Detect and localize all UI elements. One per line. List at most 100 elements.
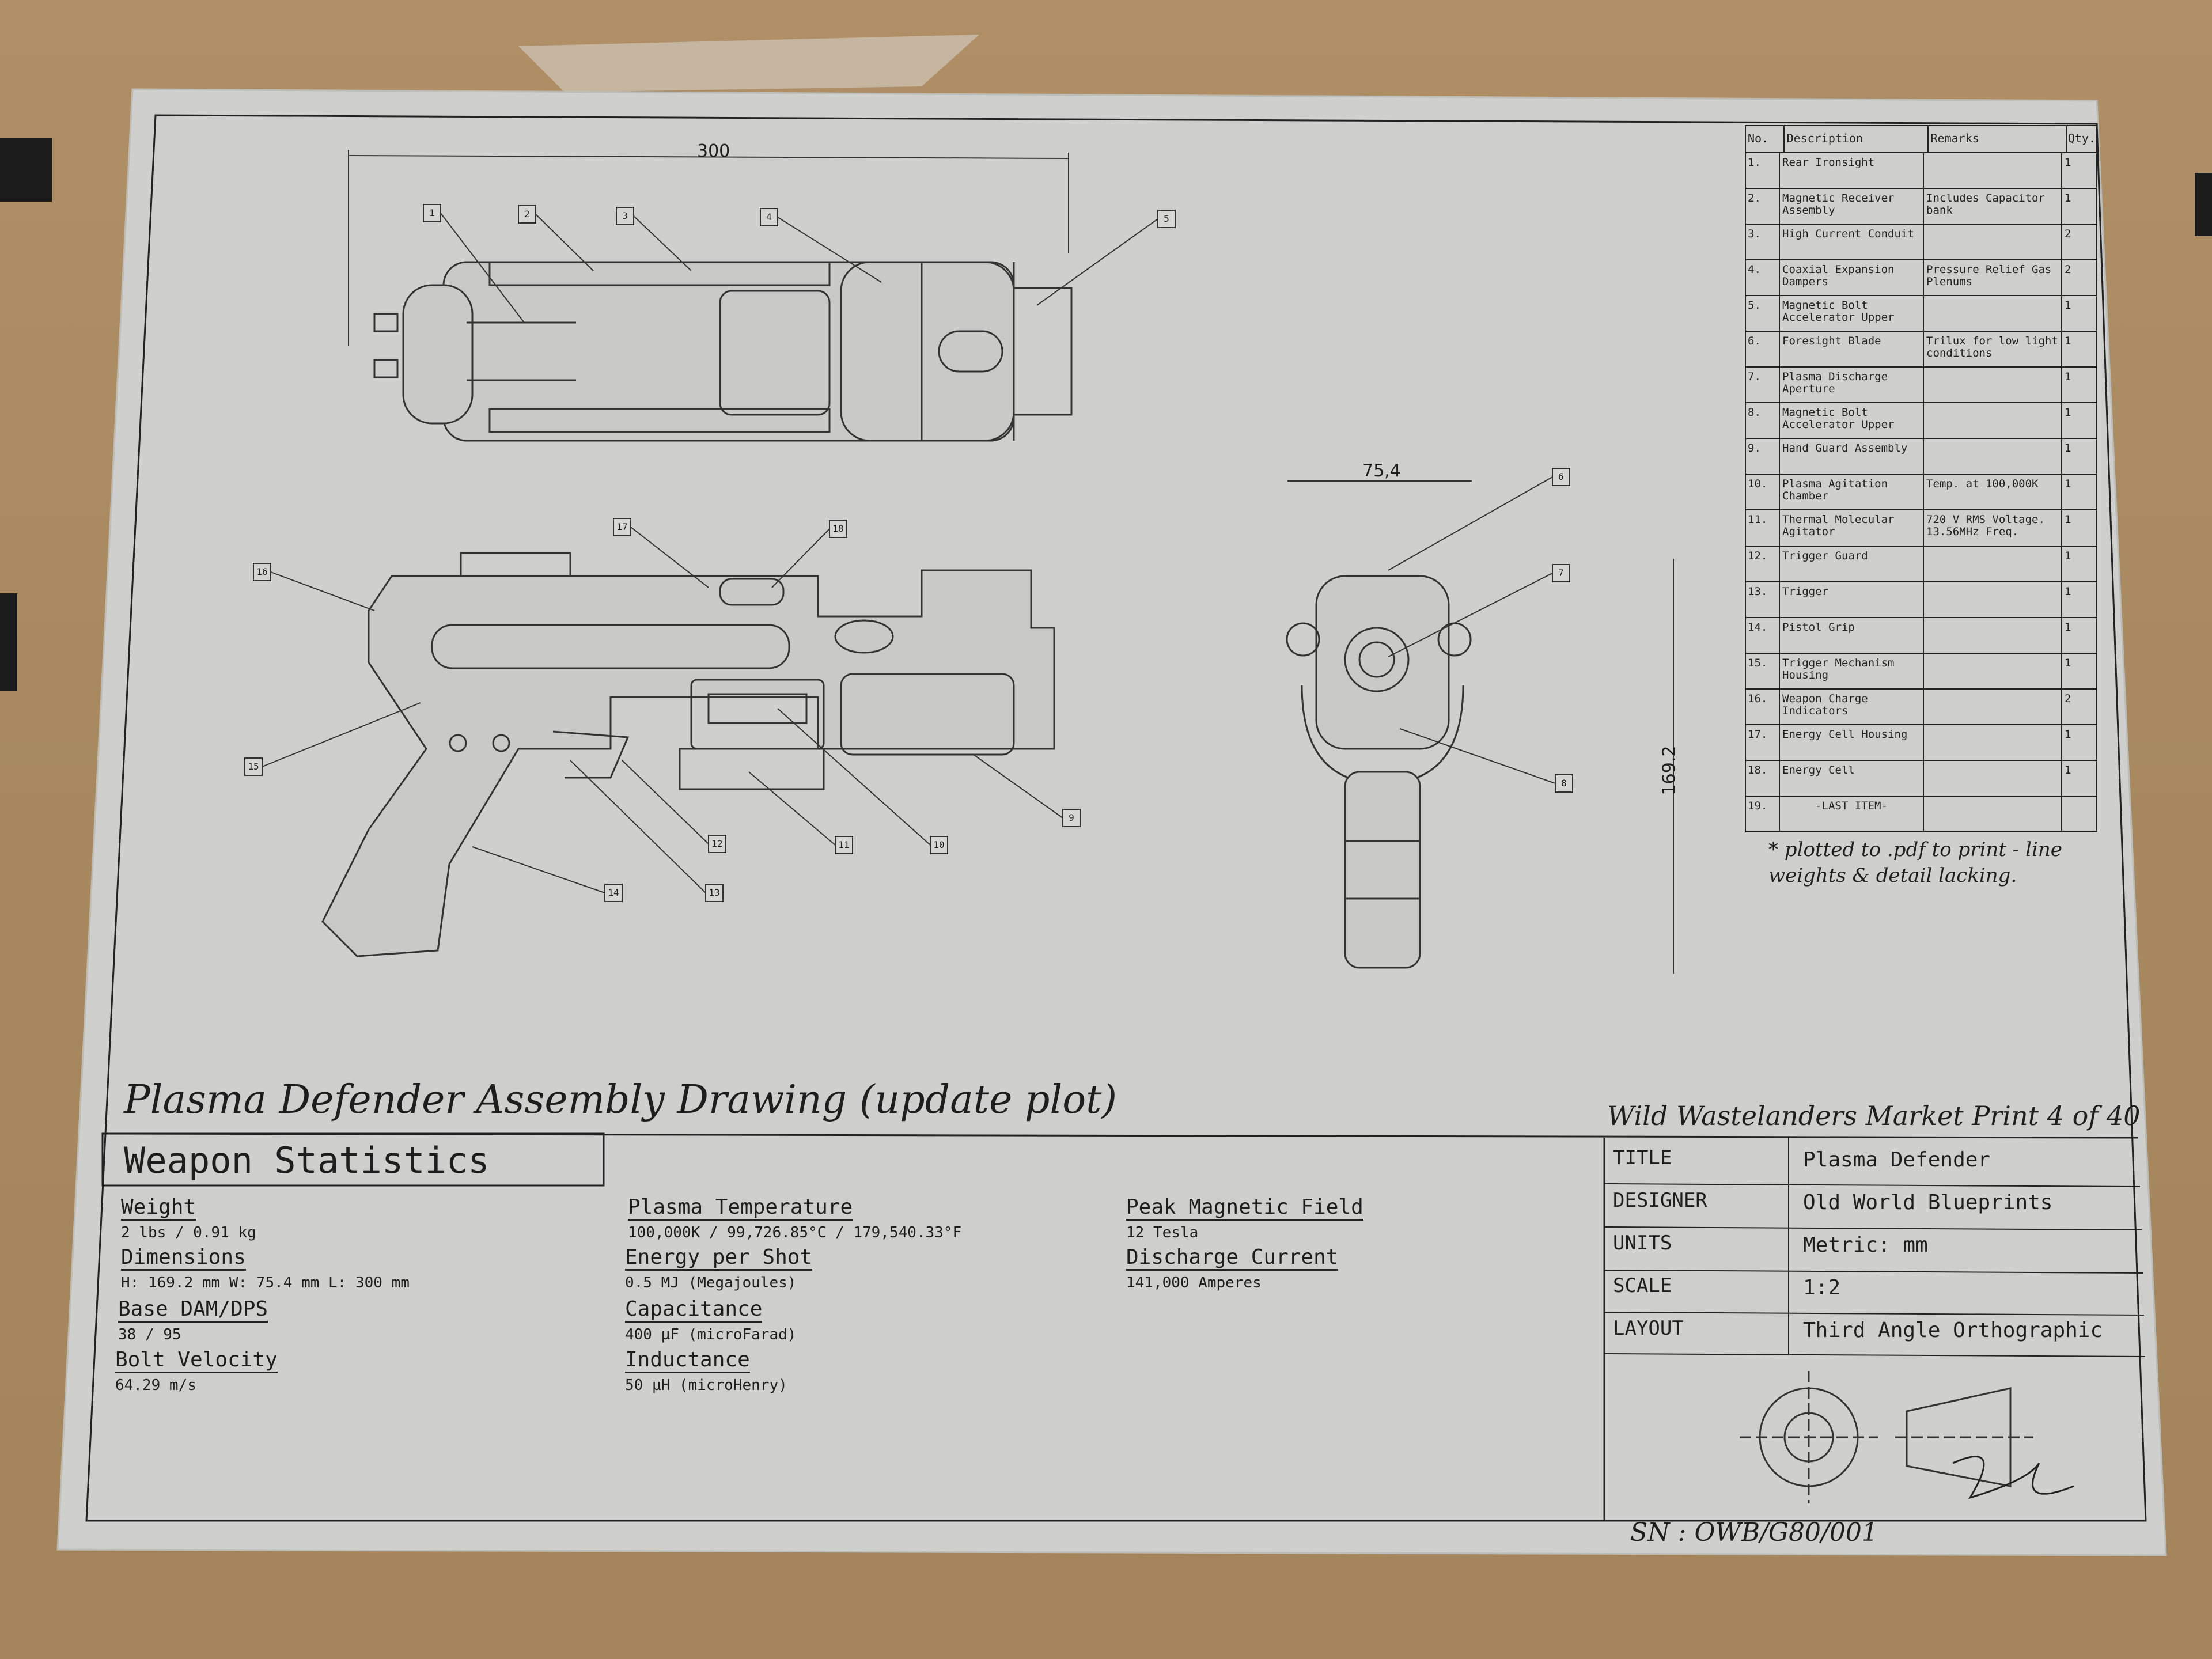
cell-no: 11. [1745, 510, 1780, 546]
stat-value: 141,000 Amperes [1126, 1274, 1262, 1291]
callout-12: 12 [711, 838, 723, 849]
cell-no: 3. [1745, 225, 1780, 260]
cell-desc: Trigger Mechanism Housing [1780, 653, 1924, 688]
cell-remarks [1924, 439, 2062, 474]
front-view-drawing [1286, 480, 1674, 974]
title-block-value: 1:2 [1803, 1276, 1841, 1300]
stat-value: 2 lbs / 0.91 kg [121, 1224, 256, 1241]
cell-desc: Plasma Agitation Chamber [1780, 475, 1924, 510]
cell-qty: 1 [2065, 370, 2071, 384]
stats-heading: Weapon Statistics [124, 1139, 490, 1181]
cell-desc: Magnetic Receiver Assembly [1780, 189, 1924, 224]
cell-remarks [1924, 296, 2062, 331]
cell-desc: Trigger Guard [1780, 546, 1924, 581]
stat-value: 64.29 m/s [115, 1377, 196, 1394]
print-edition-note: Wild Wastelanders Market Print 4 of 40 [1607, 1100, 2141, 1131]
binder-clip-left [0, 138, 52, 202]
cell-desc: Thermal Molecular Agitator [1780, 510, 1924, 546]
cell-no: 19. [1745, 796, 1780, 831]
cell-qty: 1 [2065, 335, 2071, 348]
cell-remarks: Temp. at 100,000K [1924, 475, 2062, 510]
cell-desc: Energy Cell Housing [1780, 725, 1924, 760]
callout-17: 17 [616, 521, 628, 532]
callout-13: 13 [709, 887, 720, 898]
stat-value: 0.5 MJ (Megajoules) [625, 1274, 797, 1291]
cell-qty: 1 [2065, 513, 2071, 527]
cell-qty: 1 [2065, 299, 2071, 312]
cell-qty [2062, 797, 2091, 831]
title-block-key: DESIGNER [1613, 1189, 1707, 1212]
table-row: 17.Energy Cell Housing 1 [1745, 725, 2097, 761]
dimension-height: 169.2 [1659, 745, 1680, 796]
cell-no: 13. [1745, 582, 1780, 617]
cell-no: 14. [1745, 618, 1780, 653]
cell-remarks [1924, 760, 2062, 796]
stat-value: 50 µH (microHenry) [625, 1377, 787, 1394]
binder-clip-left-lower [0, 593, 17, 691]
designer-signature [1952, 1456, 2074, 1499]
callout-6: 6 [1558, 471, 1564, 482]
title-block-value: Plasma Defender [1803, 1148, 1991, 1172]
stat-value: H: 169.2 mm W: 75.4 mm L: 300 mm [121, 1274, 410, 1291]
cell-qty: 1 [2065, 156, 2071, 169]
third-angle-projection-symbol [1740, 1371, 2033, 1503]
title-block-key: SCALE [1613, 1274, 1672, 1297]
cell-no: 9. [1745, 439, 1780, 474]
callout-8: 8 [1561, 778, 1567, 789]
cell-remarks: Pressure Relief Gas Plenums [1924, 260, 2062, 296]
cell-qty: 1 [2065, 585, 2071, 598]
stat-label: Plasma Temperature [628, 1195, 853, 1221]
cell-no: 18. [1745, 760, 1780, 796]
stat-value: 400 µF (microFarad) [625, 1326, 797, 1343]
cell-no: 2. [1745, 189, 1780, 224]
serial-number: SN : OWB/G80/001 [1630, 1518, 1878, 1547]
stat-label: Inductance [625, 1348, 750, 1373]
side-view-drawing [321, 552, 1055, 957]
cell-remarks [1924, 546, 2062, 581]
cell-desc: Rear Ironsight [1780, 153, 1924, 188]
header-no: No. [1745, 126, 1785, 152]
cell-qty: 1 [2065, 763, 2071, 777]
cell-qty: 1 [2065, 442, 2071, 455]
cell-remarks [1924, 225, 2062, 260]
cell-desc: Coaxial Expansion Dampers [1780, 260, 1924, 296]
callout-3: 3 [622, 210, 628, 221]
stat-label: Energy per Shot [625, 1245, 813, 1271]
top-view-drawing [348, 150, 1073, 442]
cell-qty: 1 [2065, 478, 2071, 491]
stat-label: Peak Magnetic Field [1126, 1195, 1363, 1221]
callout-4: 4 [766, 211, 772, 222]
cell-desc: -LAST ITEM- [1780, 796, 1924, 831]
stat-label: Base DAM/DPS [118, 1297, 268, 1323]
table-row: 19.-LAST ITEM- [1745, 796, 2097, 832]
stat-label: Capacitance [625, 1297, 763, 1323]
cell-no: 5. [1745, 296, 1780, 331]
stat-value: 12 Tesla [1126, 1224, 1199, 1241]
cell-remarks [1924, 403, 2062, 438]
header-description: Description [1785, 126, 1929, 152]
title-block-value: Metric: mm [1803, 1233, 1928, 1257]
cell-desc: Energy Cell [1780, 760, 1924, 796]
cell-desc: Pistol Grip [1780, 618, 1924, 653]
parts-table-header: No. Description Remarks Qty. [1745, 126, 2097, 153]
table-row: 13.Trigger 1 [1745, 582, 2097, 618]
drawing-frame [85, 114, 2147, 1522]
cell-no: 17. [1745, 725, 1780, 760]
callout-11: 11 [838, 839, 850, 850]
cell-remarks: Trilux for low light conditions [1924, 332, 2062, 367]
stat-label: Weight [121, 1195, 196, 1221]
cell-remarks [1924, 368, 2062, 403]
cell-no: 16. [1745, 689, 1780, 724]
cell-qty: 1 [2065, 620, 2071, 634]
cell-desc: Trigger [1780, 582, 1924, 617]
cell-remarks: 720 V RMS Voltage. 13.56MHz Freq. [1924, 510, 2062, 546]
cell-qty: 1 [2065, 728, 2071, 741]
